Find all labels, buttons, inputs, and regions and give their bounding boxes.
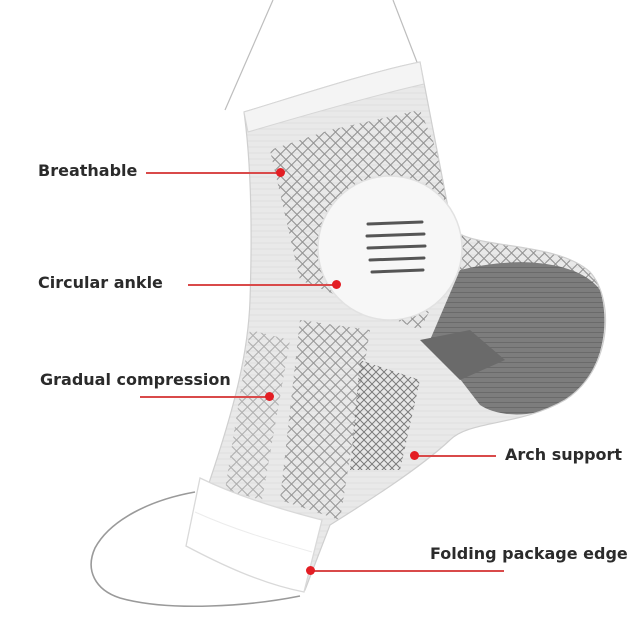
top-cuff [243, 61, 425, 133]
callout-circular-ankle-line [188, 284, 334, 286]
callout-gradual-compression-dot [265, 392, 274, 401]
heel-panel [430, 262, 605, 415]
hanger-string-right [392, 0, 421, 71]
callout-circular-ankle-dot [332, 280, 341, 289]
callout-breathable-label: Breathable [38, 161, 138, 180]
callout-breathable-dot [276, 168, 285, 177]
callout-gradual-compression-label: Gradual compression [40, 370, 231, 389]
foot-outline [90, 491, 301, 608]
callout-folding-package-edge-line [314, 570, 504, 572]
callout-circular-ankle-label: Circular ankle [38, 273, 163, 292]
pad-stripes [365, 220, 427, 274]
ankle-pad [317, 175, 463, 321]
callout-arch-support-label: Arch support [505, 445, 623, 464]
callout-gradual-compression-line [140, 396, 268, 398]
callout-breathable-line [146, 172, 279, 174]
callout-folding-package-edge-label: Folding package edge [430, 544, 628, 563]
callout-arch-support-dot [410, 451, 419, 460]
callout-arch-support-line [418, 455, 496, 457]
hanger-string-left [224, 0, 274, 111]
callout-folding-package-edge-dot [306, 566, 315, 575]
